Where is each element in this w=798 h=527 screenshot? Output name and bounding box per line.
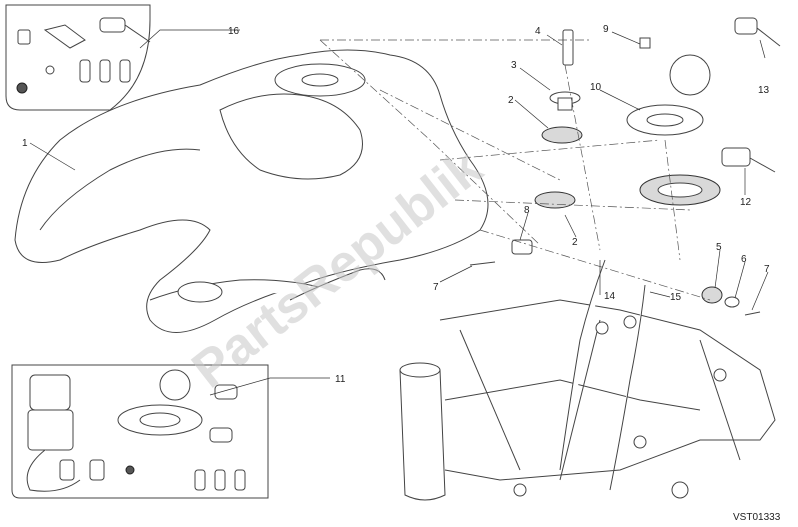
inset-box-11 — [11, 364, 269, 499]
callout-4: 4 — [535, 26, 541, 37]
callout-6: 6 — [741, 254, 747, 265]
callout-13: 13 — [758, 85, 770, 96]
callout-7-right: 7 — [764, 264, 770, 275]
callouts: 16 1 4 3 2 9 10 13 12 8 2 7 5 6 7 14 15 … — [22, 24, 770, 385]
callout-11: 11 — [335, 374, 346, 385]
callout-5: 5 — [716, 242, 722, 253]
small-parts — [469, 17, 781, 316]
callout-7-left: 7 — [433, 282, 439, 293]
callout-3: 3 — [511, 60, 517, 71]
callout-12: 12 — [740, 197, 752, 208]
assembly-lines — [319, 39, 711, 301]
callout-2-upper: 2 — [508, 95, 514, 106]
callout-2-lower: 2 — [572, 237, 578, 248]
leader-lines — [29, 29, 769, 396]
callout-16: 16 — [228, 26, 240, 37]
callout-10: 10 — [590, 82, 602, 93]
callout-15: 15 — [670, 292, 682, 303]
callout-1: 1 — [22, 138, 28, 149]
inset-box-16 — [5, 4, 151, 111]
hose-15 — [609, 284, 646, 491]
callout-9: 9 — [603, 24, 609, 35]
hose-14 — [559, 259, 606, 471]
fuel-tank — [14, 49, 489, 333]
reference-code: VST01333 — [733, 512, 781, 523]
callout-14: 14 — [604, 291, 616, 302]
callout-8: 8 — [524, 205, 530, 216]
